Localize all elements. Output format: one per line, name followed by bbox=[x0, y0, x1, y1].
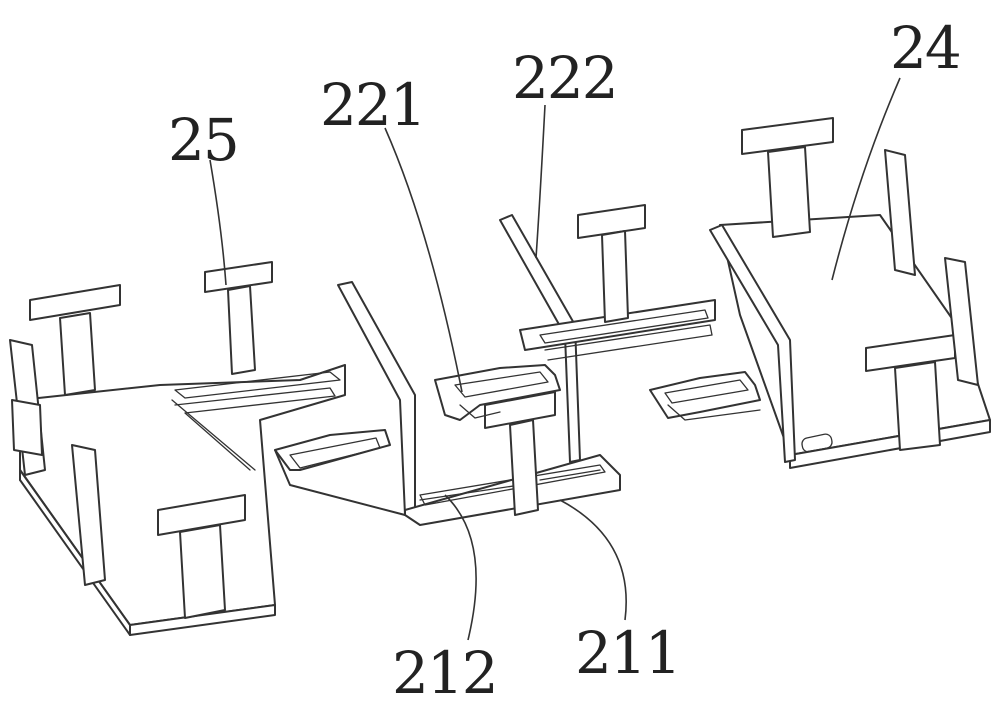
leader-211 bbox=[559, 499, 627, 621]
t-pin-center bbox=[484, 391, 556, 516]
t-pin-left-front bbox=[157, 494, 246, 619]
leader-221 bbox=[384, 127, 463, 393]
clip-left-side bbox=[9, 339, 106, 586]
middle-upright bbox=[434, 214, 716, 463]
clip-right-side bbox=[884, 149, 979, 386]
t-pin-right-front bbox=[865, 334, 956, 451]
leader-222 bbox=[535, 104, 546, 259]
label-211: 211 bbox=[575, 619, 680, 687]
t-pin-middle bbox=[577, 204, 646, 323]
label-212: 212 bbox=[392, 639, 497, 703]
leader-24 bbox=[831, 77, 901, 281]
label-222: 222 bbox=[512, 44, 617, 112]
t-pin-right-back bbox=[741, 117, 834, 238]
left-plate bbox=[19, 364, 346, 636]
label-221: 221 bbox=[320, 71, 425, 139]
center-bracket bbox=[274, 281, 621, 526]
t-pin-25 bbox=[204, 261, 273, 375]
leader-lines bbox=[209, 77, 901, 641]
leader-25 bbox=[209, 159, 227, 286]
label-24: 24 bbox=[890, 14, 960, 82]
label-25: 25 bbox=[168, 106, 238, 174]
t-pin-left-back bbox=[29, 284, 121, 396]
leader-212 bbox=[444, 494, 477, 641]
